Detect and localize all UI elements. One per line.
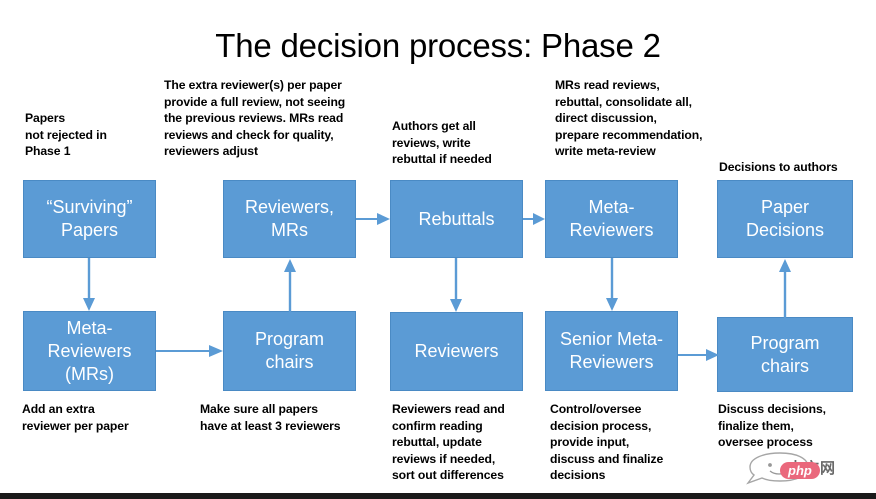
arrow-meta-to-senior-meta-reviewers	[604, 258, 620, 312]
box-surviving-papers[interactable]: “Surviving” Papers	[23, 180, 156, 258]
annotation-add-extra-reviewer: Add an extra reviewer per paper	[22, 402, 129, 433]
page-title: The decision process: Phase 2	[215, 27, 661, 64]
arrow-program-chairs-to-reviewers-mrs	[282, 258, 298, 312]
box-meta-reviewers[interactable]: Meta- Reviewers	[545, 180, 678, 258]
bottom-bar	[0, 493, 876, 499]
box-senior-meta-reviewers[interactable]: Senior Meta- Reviewers	[545, 311, 678, 391]
box-rebuttals[interactable]: Rebuttals	[390, 180, 523, 258]
box-reviewers[interactable]: Reviewers	[390, 312, 523, 391]
arrow-rebuttals-to-reviewers	[448, 258, 464, 313]
box-reviewers-mrs[interactable]: Reviewers, MRs	[223, 180, 356, 258]
arrow-program-chairs-to-paper-decisions	[777, 258, 793, 318]
annotation-papers-not-rejected: Papers not rejected in Phase 1	[25, 111, 107, 159]
annotation-make-sure-all-papers: Make sure all papers have at least 3 rev…	[200, 402, 341, 433]
annotation-reviewers-read-confirm: Reviewers read and confirm reading rebut…	[392, 402, 505, 483]
watermark-badge: php	[780, 462, 820, 479]
arrow-mrs-to-program-chairs	[156, 343, 224, 359]
arrow-senior-meta-to-program-chairs	[678, 347, 720, 363]
box-meta-reviewers-mrs[interactable]: Meta- Reviewers (MRs)	[23, 311, 156, 391]
box-program-chairs-left[interactable]: Program chairs	[223, 311, 356, 391]
annotation-decisions-to-authors: Decisions to authors	[719, 160, 838, 174]
arrow-surviving-to-meta-reviewers	[81, 258, 97, 312]
annotation-control-oversee: Control/oversee decision process, provid…	[550, 402, 664, 483]
arrow-rebuttals-to-meta-reviewers	[523, 211, 546, 227]
annotation-discuss-decisions: Discuss decisions, finalize them, overse…	[718, 402, 826, 450]
watermark: 中文网 php	[742, 449, 870, 489]
annotation-extra-reviewers: The extra reviewer(s) per paper provide …	[164, 78, 346, 159]
box-program-chairs-right[interactable]: Program chairs	[717, 317, 853, 392]
annotation-authors-get-all: Authors get all reviews, write rebuttal …	[392, 119, 492, 167]
arrow-reviewers-mrs-to-rebuttals	[356, 211, 391, 227]
annotation-mrs-read-reviews: MRs read reviews, rebuttal, consolidate …	[555, 78, 703, 159]
box-paper-decisions[interactable]: Paper Decisions	[717, 180, 853, 258]
